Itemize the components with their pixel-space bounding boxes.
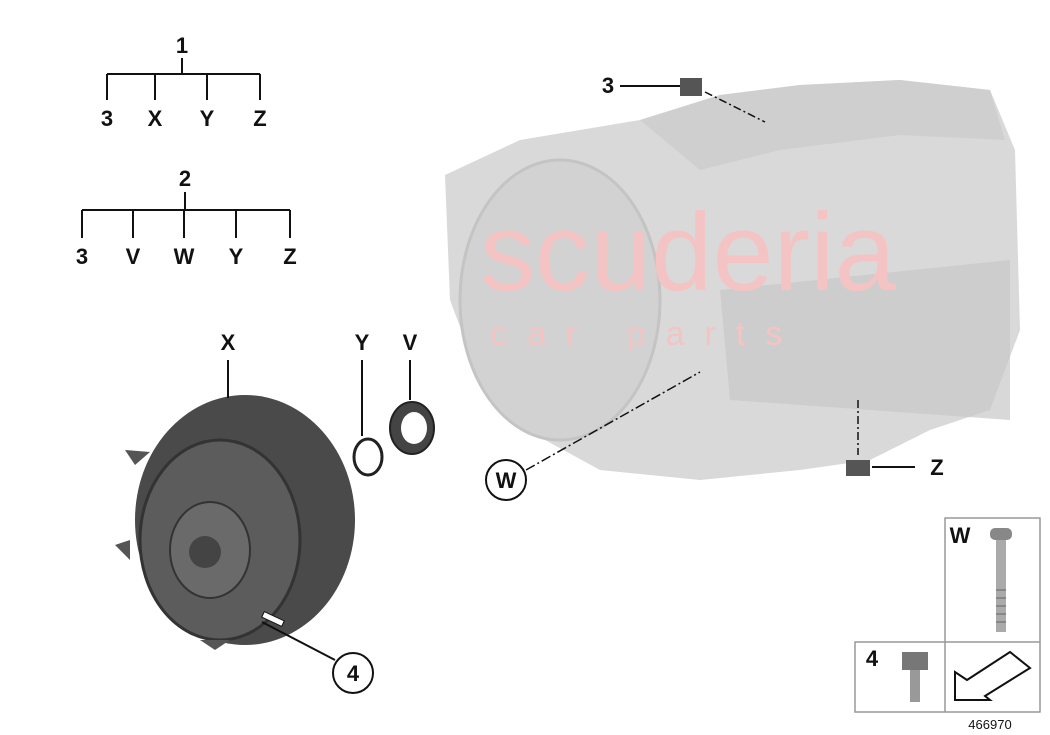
callout-v: V: [403, 330, 418, 355]
watermark-text: scuderia: [480, 191, 897, 314]
tree2-child: W: [174, 244, 195, 269]
callout-4: 4: [347, 661, 360, 686]
callout-w: W: [496, 468, 517, 493]
tree-1: 1 3 X Y Z: [101, 33, 267, 131]
screw-plug-z[interactable]: [846, 460, 870, 476]
callout-4-circle[interactable]: [332, 652, 374, 694]
tree2-child: 3: [76, 244, 88, 269]
tree1-child: 3: [101, 106, 113, 131]
tree1-child: X: [148, 106, 163, 131]
callout-y: Y: [355, 330, 370, 355]
legend-w-label: W: [950, 523, 971, 548]
callout-z: Z: [930, 455, 943, 480]
watermark: scuderia car parts: [480, 191, 897, 353]
tree1-root: 1: [176, 33, 188, 58]
tree2-child: Y: [229, 244, 244, 269]
bolt-4-icon: [902, 652, 928, 702]
tree2-child: Z: [283, 244, 296, 269]
bolt-w-icon: [990, 528, 1012, 632]
diagram-number: 466970: [968, 717, 1011, 732]
tree2-child: V: [126, 244, 141, 269]
screw-plug-3[interactable]: [680, 78, 702, 96]
tree1-child: Z: [253, 106, 266, 131]
arrow-icon: [954, 650, 1032, 701]
callout-x: X: [221, 330, 236, 355]
legend-boxes: W 4: [854, 517, 1041, 713]
callout-3: 3: [602, 73, 614, 98]
torque-converter[interactable]: [115, 395, 355, 650]
o-ring[interactable]: [352, 437, 384, 477]
tree1-child: Y: [200, 106, 215, 131]
legend-4-label: 4: [866, 646, 879, 671]
watermark-subtext: car parts: [490, 315, 802, 353]
callout-w-circle[interactable]: [485, 459, 527, 501]
tree2-root: 2: [179, 166, 191, 191]
transmission-housing[interactable]: [445, 80, 1020, 480]
tree-2: 2 3 V W Y Z: [76, 166, 297, 269]
